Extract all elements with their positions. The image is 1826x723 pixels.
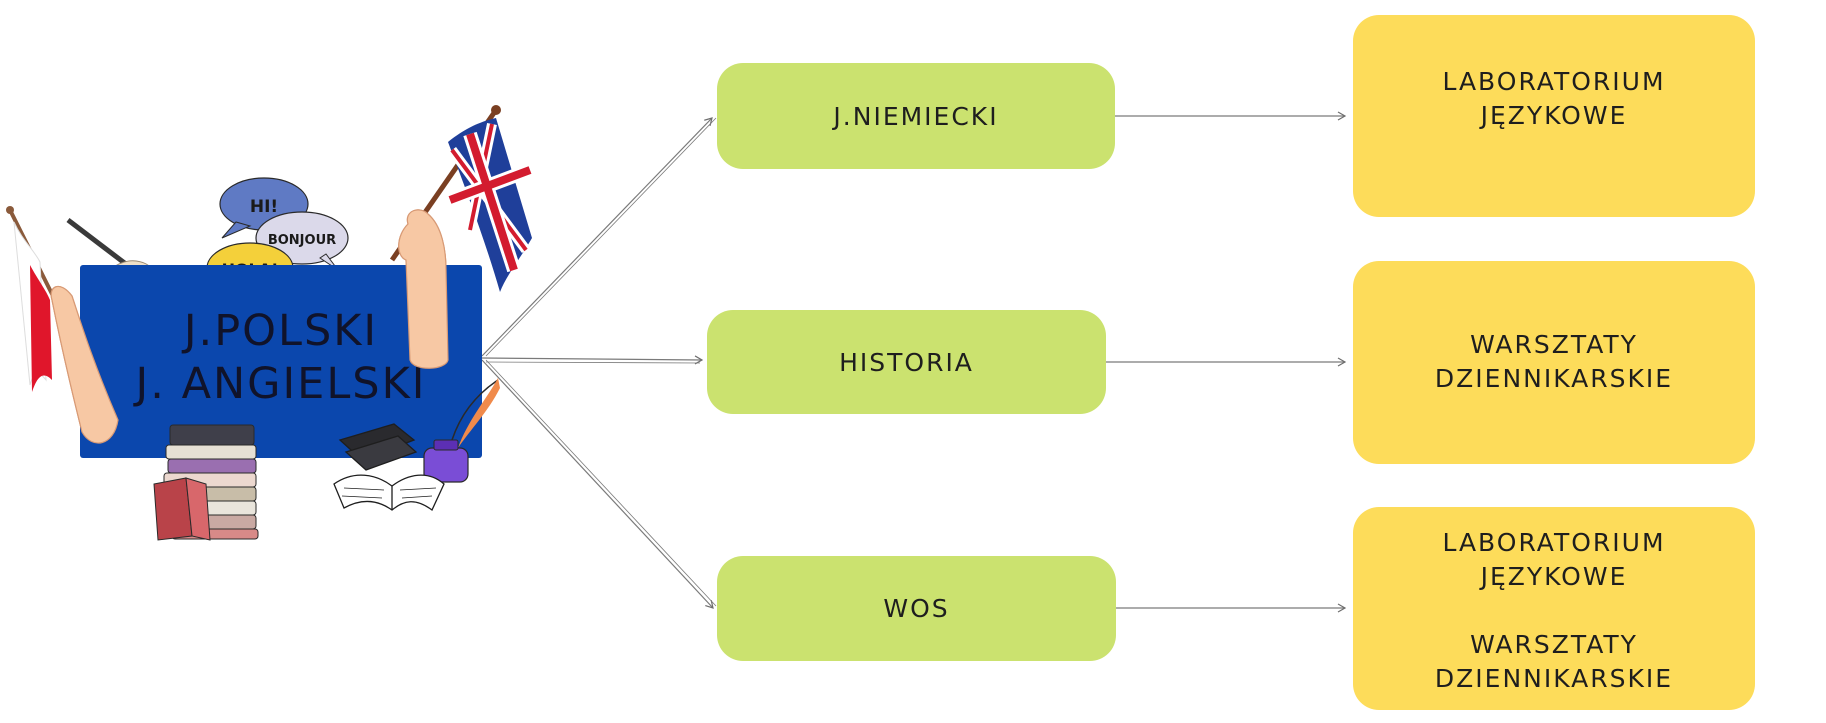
- subject-box-historia: HISTORIA: [707, 310, 1106, 414]
- outcome-line: DZIENNIKARSKIE: [1434, 364, 1674, 393]
- outcome-box-laboratorium: LABORATORIUM JĘZYKOWE: [1353, 15, 1755, 217]
- language-card-title: J.POLSKI J. ANGIELSKI: [80, 305, 482, 411]
- bubble-bonjour-text: BONJOUR: [268, 233, 336, 248]
- bubble-hi-text: HI!: [250, 197, 278, 217]
- subject-box-niemiecki: J.NIEMIECKI: [717, 63, 1115, 169]
- outcome-line: LABORATORIUM: [1442, 67, 1666, 96]
- arrow-source-to-wos: [481, 359, 714, 609]
- arrow-source-to-niemiecki: [481, 117, 713, 357]
- uk-flag-icon: [389, 105, 533, 292]
- outcome-line: JĘZYKOWE: [1480, 562, 1628, 591]
- subject-box-wos: WOS: [717, 556, 1116, 661]
- subject-label: WOS: [883, 594, 950, 623]
- subject-label: HISTORIA: [839, 347, 974, 377]
- outcome-line: LABORATORIUM: [1442, 528, 1666, 557]
- subject-label: J.NIEMIECKI: [833, 101, 999, 131]
- language-line-polish: J.POLSKI: [183, 306, 379, 356]
- language-card: [80, 265, 482, 458]
- outcome-line: WARSZTATY: [1470, 330, 1638, 359]
- outcome-box-combined: LABORATORIUM JĘZYKOWE WARSZTATY DZIENNIK…: [1353, 507, 1755, 710]
- outcome-box-warsztaty: WARSZTATY DZIENNIKARSKIE: [1353, 261, 1755, 464]
- arrow-source-to-historia: [481, 355, 704, 365]
- language-line-english: J. ANGIELSKI: [135, 359, 427, 409]
- outcome-line: JĘZYKOWE: [1480, 101, 1628, 130]
- outcome-line: WARSZTATY: [1470, 630, 1638, 659]
- outcome-line: DZIENNIKARSKIE: [1434, 664, 1674, 693]
